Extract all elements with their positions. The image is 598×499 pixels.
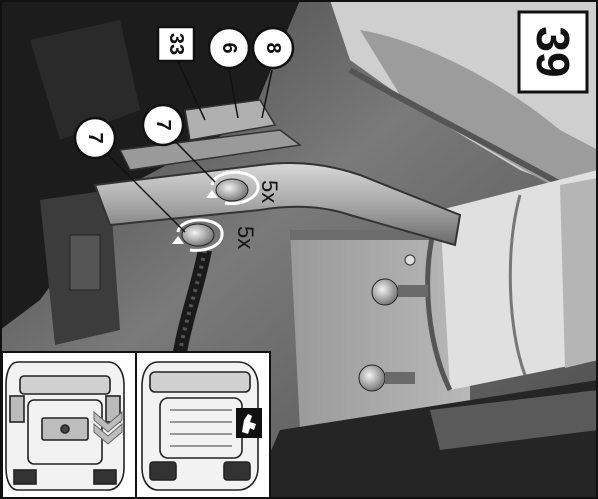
callout-part-7-upper-label: 7 <box>152 119 174 130</box>
callout-part-6-label: 6 <box>218 42 240 53</box>
step-number-box: 39 <box>519 12 587 92</box>
callout-part-6: 6 <box>209 28 249 68</box>
lion-logo-icon <box>236 408 262 438</box>
callout-part-33-label: 33 <box>165 33 187 55</box>
rotation-count-upper: 5x <box>257 180 282 203</box>
callout-part-7-left: 7 <box>75 118 115 158</box>
step-number: 39 <box>527 26 579 77</box>
callout-part-7-upper: 7 <box>143 105 183 145</box>
rotation-count-lower: 5x <box>233 226 258 249</box>
callout-part-8: 8 <box>253 28 293 68</box>
vehicle-thumbnails <box>2 352 270 498</box>
callout-part-8-label: 8 <box>262 42 284 53</box>
callout-part-7-left-label: 7 <box>84 132 106 143</box>
callout-part-33: 33 <box>158 27 194 61</box>
